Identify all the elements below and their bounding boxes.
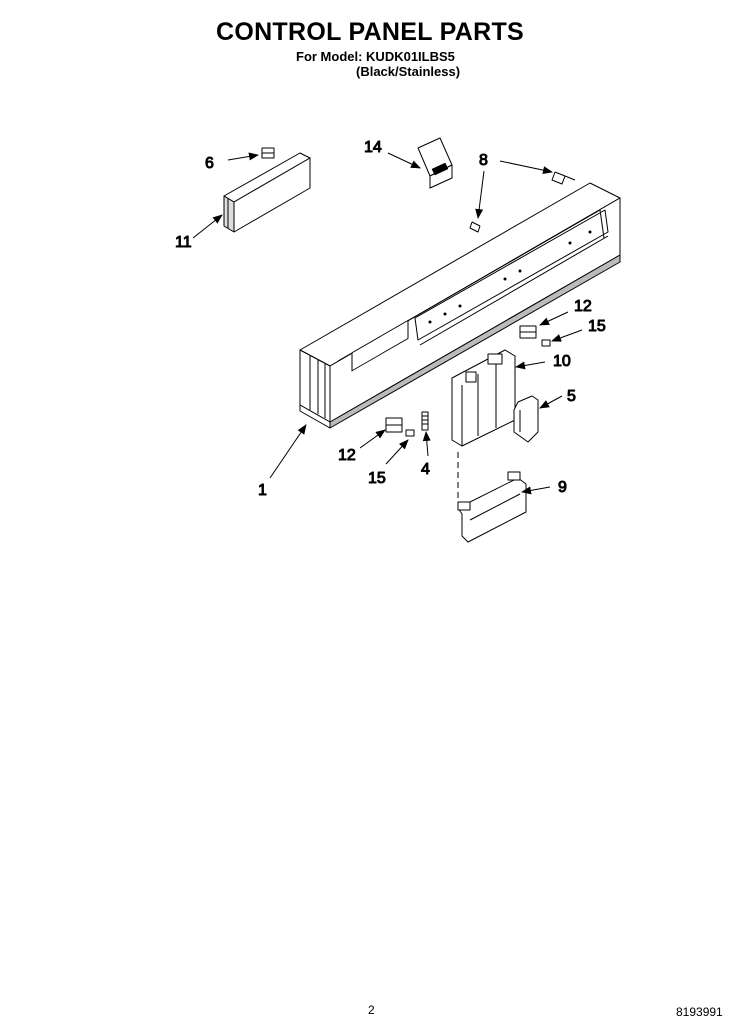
callout-8: 8 bbox=[479, 152, 488, 169]
callout-14: 14 bbox=[364, 139, 382, 156]
lower-clip-part bbox=[385, 411, 429, 437]
callout-10: 10 bbox=[553, 353, 571, 370]
control-panel-body bbox=[299, 182, 621, 429]
upper-clip-part bbox=[519, 325, 551, 347]
callout-1: 1 bbox=[258, 482, 267, 499]
page-title: CONTROL PANEL PARTS bbox=[215, 18, 525, 46]
callout-6: 6 bbox=[205, 155, 214, 172]
callout-12-lower: 12 bbox=[338, 447, 356, 464]
control-label-part bbox=[417, 137, 453, 189]
screw-part bbox=[469, 171, 576, 233]
bottom-bracket-part bbox=[457, 452, 527, 543]
model-number-line: For Model: KUDK01ILBS5 bbox=[296, 49, 455, 64]
callout-15-upper: 15 bbox=[588, 318, 606, 335]
model-variant-line: (Black/Stainless) bbox=[356, 64, 461, 79]
side-clip-part bbox=[513, 395, 539, 443]
callout-15-lower: 15 bbox=[368, 470, 386, 487]
bracket-part bbox=[451, 349, 516, 447]
callout-9: 9 bbox=[558, 479, 567, 496]
callout-11: 11 bbox=[175, 234, 192, 251]
leader-lines bbox=[192, 152, 583, 495]
callout-12-upper: 12 bbox=[574, 298, 592, 315]
callout-5: 5 bbox=[567, 388, 576, 405]
document-number: 8193991 bbox=[676, 1005, 723, 1019]
page-number: 2 bbox=[368, 1003, 375, 1017]
dispenser-module-part bbox=[223, 147, 311, 233]
callout-4: 4 bbox=[421, 461, 430, 478]
